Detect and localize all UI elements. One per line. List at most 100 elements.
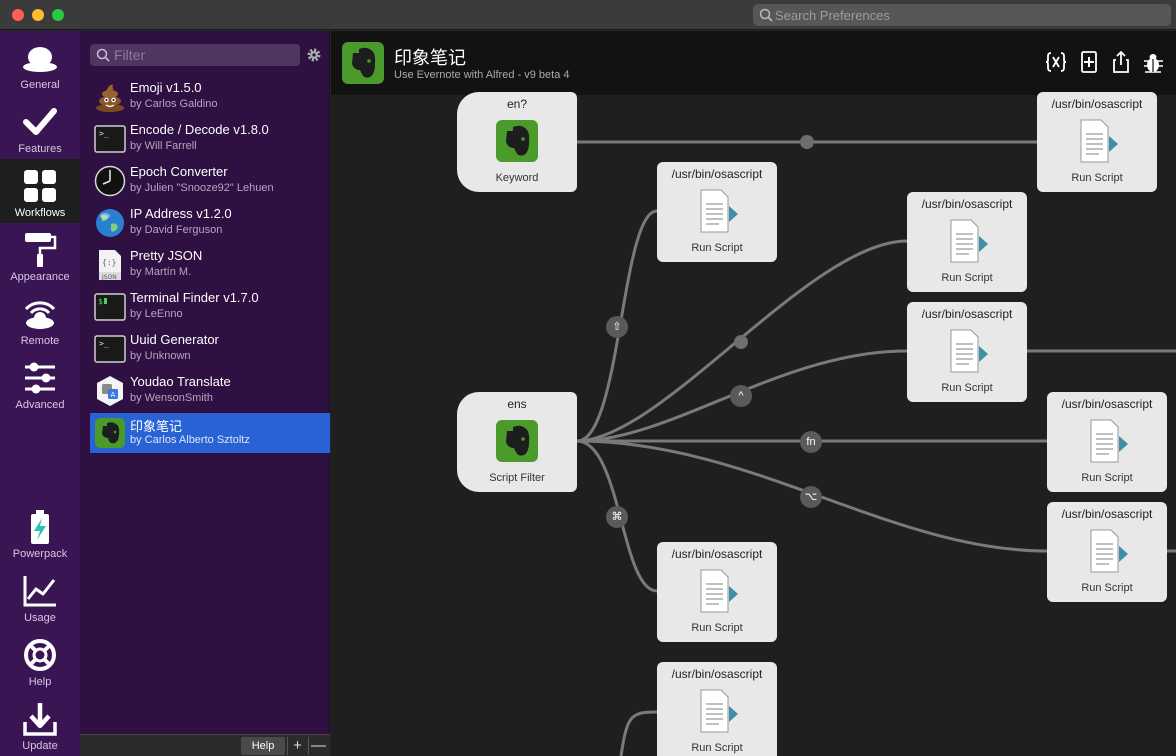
svg-text:A: A xyxy=(111,391,116,399)
workflow-item-uuid-generator[interactable]: >_ Uuid Generator by Unknown xyxy=(90,329,330,369)
nav-help[interactable]: Help xyxy=(0,628,80,692)
svg-text:{:}: {:} xyxy=(102,258,116,267)
clock-icon xyxy=(94,165,126,197)
title-bar xyxy=(0,0,1176,30)
search-icon xyxy=(96,48,110,62)
workflows-list-panel: Emoji v1.5.0 by Carlos Galdino >_ Encode… xyxy=(80,31,330,756)
nav-update[interactable]: Update xyxy=(0,692,80,756)
paint-roller-icon xyxy=(25,233,57,267)
poop-emoji-icon xyxy=(96,84,124,112)
workflow-name: Pretty JSON xyxy=(130,248,203,263)
workflow-author: by Carlos Galdino xyxy=(130,98,218,110)
run-script-node[interactable]: /usr/bin/osascript Run Script xyxy=(907,302,1027,402)
hat-icon xyxy=(23,47,57,72)
workflow-item-youdao-translate[interactable]: A Youdao Translate by WensonSmith xyxy=(90,371,330,411)
node-type-label: Script Filter xyxy=(489,472,545,484)
remove-workflow-button[interactable]: — xyxy=(308,737,328,755)
preferences-sidebar: General Features Workflows Appearance xyxy=(0,31,80,756)
zoom-window-button[interactable] xyxy=(52,9,64,21)
workflow-name: Epoch Converter xyxy=(130,164,228,179)
script-file-icon xyxy=(700,689,738,733)
cmd-modifier-badge[interactable]: ⌘ xyxy=(606,506,628,528)
node-type-label: Run Script xyxy=(1081,472,1133,484)
connection-dot[interactable] xyxy=(800,135,814,149)
shift-modifier-badge[interactable]: ⇧ xyxy=(606,316,628,338)
json-file-icon: {:} JSON xyxy=(99,250,121,281)
download-icon xyxy=(23,703,57,736)
run-script-node[interactable]: /usr/bin/osascript Run Script xyxy=(657,542,777,642)
variables-icon[interactable] xyxy=(1045,51,1067,73)
run-script-node[interactable]: /usr/bin/osascript Run Script xyxy=(657,662,777,756)
workflow-item-evernote[interactable]: 印象笔记 by Carlos Alberto Sztoltz xyxy=(90,413,330,453)
script-filter-node[interactable]: ens Script Filter xyxy=(457,392,577,492)
help-button[interactable]: Help xyxy=(241,737,285,755)
script-file-icon xyxy=(1090,529,1128,573)
nav-usage[interactable]: Usage xyxy=(0,564,80,628)
workflow-filter-field[interactable] xyxy=(90,44,300,66)
node-type-label: Run Script xyxy=(1071,172,1123,184)
workflow-author: by WensonSmith xyxy=(130,392,213,404)
nav-general[interactable]: General xyxy=(0,31,80,95)
node-script-path: /usr/bin/osascript xyxy=(671,167,763,181)
workflow-list-toolbar: Help + — xyxy=(80,734,330,756)
connection-dot[interactable] xyxy=(734,335,748,349)
workflow-canvas[interactable]: ⇧ ^ fn ⌥ ⌘ en? Keyword ens xyxy=(331,92,1176,756)
run-script-node[interactable]: /usr/bin/osascript Run Script xyxy=(657,162,777,262)
run-script-node[interactable]: /usr/bin/osascript Run Script xyxy=(1047,392,1167,492)
workflow-author: by Martín M. xyxy=(130,266,192,278)
node-keyword-text: ens xyxy=(507,397,527,411)
run-script-node[interactable]: /usr/bin/osascript Run Script xyxy=(907,192,1027,292)
node-script-path: /usr/bin/osascript xyxy=(671,667,763,681)
node-script-path: /usr/bin/osascript xyxy=(1061,507,1153,521)
add-workflow-button[interactable]: + xyxy=(287,737,307,755)
nav-workflows[interactable]: Workflows xyxy=(0,159,80,223)
ctrl-modifier-badge[interactable]: ^ xyxy=(730,385,752,407)
nav-label: Update xyxy=(22,740,58,752)
nav-powerpack[interactable]: Powerpack xyxy=(0,500,80,564)
nav-label: General xyxy=(20,79,60,91)
nav-label: Help xyxy=(28,676,52,688)
node-type-label: Run Script xyxy=(1081,582,1133,594)
keyword-node[interactable]: en? Keyword xyxy=(457,92,577,192)
translate-icon: A xyxy=(97,376,123,406)
gear-icon[interactable] xyxy=(306,47,322,63)
chart-icon xyxy=(23,576,56,607)
debug-bug-icon[interactable] xyxy=(1142,51,1164,73)
workflow-item-terminal-finder[interactable]: $ Terminal Finder v1.7.0 by LeEnno xyxy=(90,287,330,327)
node-type-label: Run Script xyxy=(691,742,743,754)
nav-appearance[interactable]: Appearance xyxy=(0,223,80,287)
nav-label: Remote xyxy=(20,335,60,347)
workflow-name: Encode / Decode v1.8.0 xyxy=(130,122,269,137)
workflow-item-pretty-json[interactable]: {:} JSON Pretty JSON by Martín M. xyxy=(90,245,330,285)
add-file-icon[interactable] xyxy=(1078,51,1100,73)
workflow-item-epoch-converter[interactable]: Epoch Converter by Julien "Snooze92" Leh… xyxy=(90,161,330,201)
terminal-icon: >_ xyxy=(94,335,126,363)
workflow-filter-input[interactable] xyxy=(114,46,294,64)
workflow-title: 印象笔记 xyxy=(394,48,466,68)
share-icon[interactable] xyxy=(1110,51,1132,73)
svg-text:>_: >_ xyxy=(99,339,109,348)
minimize-window-button[interactable] xyxy=(32,9,44,21)
run-script-node[interactable]: /usr/bin/osascript Run Script xyxy=(1047,502,1167,602)
script-file-icon xyxy=(700,569,738,613)
alt-modifier-badge[interactable]: ⌥ xyxy=(800,486,822,508)
workflow-item-encode-decode[interactable]: >_ Encode / Decode v1.8.0 by Will Farrel… xyxy=(90,119,330,159)
nav-features[interactable]: Features xyxy=(0,95,80,159)
evernote-icon xyxy=(95,418,125,448)
fn-modifier-badge[interactable]: fn xyxy=(800,431,822,453)
workflow-item-ip-address[interactable]: IP Address v1.2.0 by David Ferguson xyxy=(90,203,330,243)
lifebuoy-icon xyxy=(24,639,56,671)
nav-advanced[interactable]: Advanced xyxy=(0,351,80,415)
nav-label: Workflows xyxy=(14,207,66,219)
close-window-button[interactable] xyxy=(12,9,24,21)
run-script-node[interactable]: /usr/bin/osascript Run Script xyxy=(1037,92,1157,192)
search-preferences-field[interactable] xyxy=(753,4,1171,26)
workflow-editor: 印象笔记 Use Evernote with Alfred - v9 beta … xyxy=(331,31,1176,756)
nav-label: Features xyxy=(18,143,62,155)
workflow-name: IP Address v1.2.0 xyxy=(130,206,232,221)
search-preferences-input[interactable] xyxy=(775,6,1165,24)
node-script-path: /usr/bin/osascript xyxy=(921,307,1013,321)
workflow-name: Youdao Translate xyxy=(130,374,231,389)
workflow-item-emoji[interactable]: Emoji v1.5.0 by Carlos Galdino xyxy=(90,77,330,117)
nav-remote[interactable]: Remote xyxy=(0,287,80,351)
